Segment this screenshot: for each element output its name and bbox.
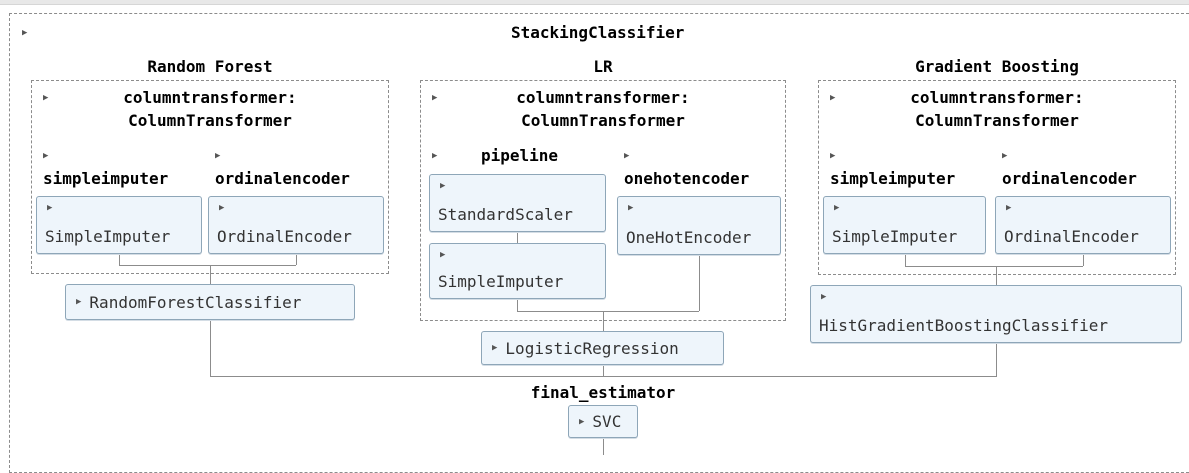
gb-simpleimputer-box[interactable]: ▶ SimpleImputer bbox=[823, 196, 986, 254]
final-svc-box[interactable]: ▶ SVC bbox=[568, 405, 638, 438]
connector bbox=[517, 232, 518, 243]
expand-rf-ordinalencoder-icon[interactable]: ▶ bbox=[215, 151, 221, 161]
gb-ct-title-line1[interactable]: columntransformer: bbox=[910, 88, 1084, 107]
lr-title: LR bbox=[593, 57, 613, 76]
gb-ordinalencoder-box[interactable]: ▶ OrdinalEncoder bbox=[995, 196, 1171, 254]
expand-gb-simpleimputer-icon[interactable]: ▶ bbox=[830, 151, 836, 161]
rf-ordinalencoder-label[interactable]: ordinalencoder bbox=[215, 169, 350, 188]
triangle-right-icon: ▶ bbox=[579, 416, 585, 427]
expand-stacking-icon[interactable]: ▶ bbox=[22, 28, 28, 38]
lr-standardscaler-box[interactable]: ▶ StandardScaler bbox=[429, 174, 606, 232]
connector bbox=[210, 320, 211, 377]
triangle-right-icon: ▶ bbox=[492, 343, 498, 353]
triangle-right-icon: ▶ bbox=[76, 297, 82, 307]
lr-simpleimputer-estimator: SimpleImputer bbox=[438, 272, 564, 291]
rf-simpleimputer-box[interactable]: ▶ SimpleImputer bbox=[36, 196, 202, 254]
stacking-classifier-title[interactable]: StackingClassifier bbox=[511, 23, 685, 42]
rf-title: Random Forest bbox=[147, 57, 273, 76]
rf-classifier-estimator: RandomForestClassifier bbox=[89, 292, 302, 312]
connector bbox=[296, 254, 297, 265]
gb-columntransformer-frame bbox=[818, 80, 1176, 275]
expand-rf-ct-icon[interactable]: ▶ bbox=[43, 93, 49, 103]
connector bbox=[210, 265, 211, 284]
lr-onehot-label[interactable]: onehotencoder bbox=[624, 169, 750, 188]
triangle-right-icon: ▶ bbox=[47, 203, 53, 213]
expand-lr-onehot-icon[interactable]: ▶ bbox=[624, 151, 630, 161]
rf-ordinalencoder-estimator: OrdinalEncoder bbox=[217, 227, 352, 246]
final-svc-estimator: SVC bbox=[592, 412, 622, 431]
expand-rf-simpleimputer-icon[interactable]: ▶ bbox=[43, 151, 49, 161]
rf-simpleimputer-label[interactable]: simpleimputer bbox=[43, 169, 169, 188]
rf-simpleimputer-estimator: SimpleImputer bbox=[45, 227, 171, 246]
connector bbox=[699, 255, 700, 311]
gb-classifier-estimator: HistGradientBoostingClassifier bbox=[819, 316, 1108, 335]
connector bbox=[517, 299, 518, 311]
triangle-right-icon: ▶ bbox=[821, 292, 827, 302]
gb-ct-title-line2[interactable]: ColumnTransformer bbox=[915, 111, 1079, 130]
expand-gb-ordinalencoder-icon[interactable]: ▶ bbox=[1002, 151, 1008, 161]
gb-title: Gradient Boosting bbox=[915, 57, 1079, 76]
expand-lr-pipeline-icon[interactable]: ▶ bbox=[432, 151, 438, 161]
lr-classifier-box[interactable]: ▶ LogisticRegression bbox=[481, 331, 724, 365]
connector bbox=[517, 311, 699, 312]
gb-ordinalencoder-label[interactable]: ordinalencoder bbox=[1002, 169, 1137, 188]
final-estimator-label[interactable]: final_estimator bbox=[530, 383, 676, 402]
expand-lr-ct-icon[interactable]: ▶ bbox=[432, 93, 438, 103]
triangle-right-icon: ▶ bbox=[440, 250, 446, 260]
gb-simpleimputer-label[interactable]: simpleimputer bbox=[830, 169, 956, 188]
lr-standardscaler-estimator: StandardScaler bbox=[438, 205, 573, 224]
lr-pipeline-label[interactable]: pipeline bbox=[481, 146, 559, 165]
lr-ct-title-line2[interactable]: ColumnTransformer bbox=[521, 111, 685, 130]
triangle-right-icon: ▶ bbox=[1006, 203, 1012, 213]
lr-columntransformer-frame bbox=[420, 80, 786, 321]
connector bbox=[1083, 254, 1084, 266]
rf-ct-title-line2[interactable]: ColumnTransformer bbox=[128, 111, 292, 130]
expand-gb-ct-icon[interactable]: ▶ bbox=[830, 93, 836, 103]
connector bbox=[905, 266, 1083, 267]
gb-classifier-box[interactable]: ▶ HistGradientBoostingClassifier bbox=[810, 285, 1182, 343]
lr-onehot-estimator: OneHotEncoder bbox=[626, 228, 752, 247]
gb-simpleimputer-estimator: SimpleImputer bbox=[832, 227, 958, 246]
rf-columntransformer-frame bbox=[31, 80, 389, 274]
triangle-right-icon: ▶ bbox=[219, 203, 225, 213]
rf-ordinalencoder-box[interactable]: ▶ OrdinalEncoder bbox=[208, 196, 384, 254]
lr-onehot-box[interactable]: ▶ OneHotEncoder bbox=[617, 196, 781, 255]
triangle-right-icon: ▶ bbox=[834, 203, 840, 213]
connector bbox=[603, 311, 604, 332]
lr-ct-title-line1[interactable]: columntransformer: bbox=[516, 88, 690, 107]
connector bbox=[603, 365, 604, 377]
connector bbox=[905, 254, 906, 266]
rf-classifier-box[interactable]: ▶ RandomForestClassifier bbox=[65, 284, 355, 320]
top-bar bbox=[0, 0, 1189, 5]
triangle-right-icon: ▶ bbox=[440, 181, 446, 191]
connector bbox=[119, 254, 120, 265]
connector bbox=[603, 438, 604, 455]
gb-ordinalencoder-estimator: OrdinalEncoder bbox=[1004, 227, 1139, 246]
lr-classifier-estimator: LogisticRegression bbox=[505, 338, 679, 358]
rf-ct-title-line1[interactable]: columntransformer: bbox=[123, 88, 297, 107]
triangle-right-icon: ▶ bbox=[628, 203, 634, 213]
connector bbox=[119, 265, 296, 266]
lr-simpleimputer-box[interactable]: ▶ SimpleImputer bbox=[429, 243, 606, 299]
